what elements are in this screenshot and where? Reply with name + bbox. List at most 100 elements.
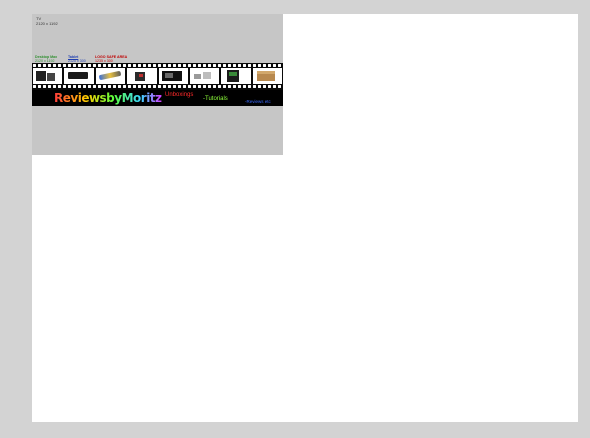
tv-size: 2120 x 1192 [36,20,58,26]
desktop-zone-size: 2120 x 1192 [35,59,55,64]
perforation-hole [78,64,81,67]
perforation-hole [193,64,196,67]
thumbnail-frame [95,68,126,84]
perforation-hole [118,85,121,88]
perforation-hole [273,64,276,67]
tablet-zone-size: 2120 x 300 [68,59,86,64]
tablet-zone-label: Tablet 2120 x 300 [68,55,86,63]
tag-reviews: -Reviews etc [245,99,271,104]
perforation-hole [203,64,206,67]
perforation-hole [98,64,101,67]
perforation-hole [188,85,191,88]
thumbnail-frame [252,68,282,84]
perforation-hole [58,64,61,67]
perforation-hole [33,85,36,88]
perforation-hole [178,85,181,88]
perforation-hole [243,64,246,67]
perforation-hole [128,64,131,67]
perforation-hole [108,85,111,88]
perforation-hole [43,85,46,88]
perforation-hole [263,85,266,88]
perforation-hole [278,85,281,88]
perforation-hole [238,85,241,88]
perforation-hole [158,85,161,88]
perforation-hole [263,64,266,67]
perforation-hole [68,85,71,88]
channel-logo-text: ReviewsbyMoritz [54,91,162,105]
perforation-hole [38,64,41,67]
thumbnail-frame [221,68,251,84]
perforation-hole [138,64,141,67]
channel-art-template[interactable]: TV 2120 x 1192 Desktop Max 2120 x 1192 T… [32,14,283,155]
thumbnail-frame [189,68,220,84]
perforation-hole [73,64,76,67]
perforation-hole [233,85,236,88]
film-perforations-bottom [32,85,283,88]
perforation-hole [248,64,251,67]
perforation-hole [38,85,41,88]
perforation-hole [93,64,96,67]
perforation-hole [108,64,111,67]
perforation-hole [58,85,61,88]
perforation-hole [93,85,96,88]
dark-box-icon [47,73,55,81]
dark-box-icon [36,71,46,81]
perforation-hole [143,85,146,88]
perforation-hole [123,64,126,67]
perforation-hole [248,85,251,88]
perforation-hole [133,64,136,67]
perforation-hole [208,85,211,88]
perforation-hole [213,85,216,88]
perforation-hole [243,85,246,88]
perforation-hole [128,85,131,88]
perforation-hole [83,64,86,67]
filmstrip-banner: ReviewsbyMoritz Unboxings -Tutorials -Re… [32,63,283,106]
perforation-hole [48,85,51,88]
perforation-hole [273,85,276,88]
perforation-hole [78,85,81,88]
perforation-hole [268,85,271,88]
perforation-hole [153,64,156,67]
perforation-hole [138,85,141,88]
logo-safe-area-label: LOGO SAFE AREA 1235 x 300 [95,55,127,63]
perforation-hole [238,64,241,67]
perforation-hole [258,64,261,67]
perforation-hole [63,85,66,88]
perforation-hole [53,85,56,88]
perforation-hole [278,64,281,67]
perforation-hole [48,64,51,67]
perforation-hole [168,64,171,67]
perforation-hole [258,85,261,88]
perforation-hole [103,64,106,67]
perforation-hole [218,64,221,67]
cardboard-box-icon [256,71,275,74]
perforation-hole [163,85,166,88]
thumbnail-frame [64,68,94,84]
perforation-hole [253,85,256,88]
logo-zone-title: LOGO SAFE AREA [95,55,128,59]
perforation-hole [168,85,171,88]
perforation-hole [198,85,201,88]
thumbnail-frame [127,68,157,84]
perforation-hole [53,64,56,67]
perforation-hole [218,85,221,88]
accessories-icon [202,72,211,79]
accessories-icon [193,74,201,79]
cardboard-box-icon [256,71,275,81]
perforation-hole [68,64,71,67]
perforation-hole [208,64,211,67]
perforation-hole [143,64,146,67]
perforation-hole [133,85,136,88]
console-icon [164,73,173,78]
perforation-hole [63,64,66,67]
thumbnail-frame [158,68,188,84]
perforation-hole [88,85,91,88]
box-icon [229,72,238,76]
tag-tutorials: -Tutorials [203,96,228,102]
perforation-hole [178,64,181,67]
perforation-hole [83,85,86,88]
film-perforations-top [32,64,283,67]
perforation-hole [88,64,91,67]
cables-icon [98,70,122,81]
